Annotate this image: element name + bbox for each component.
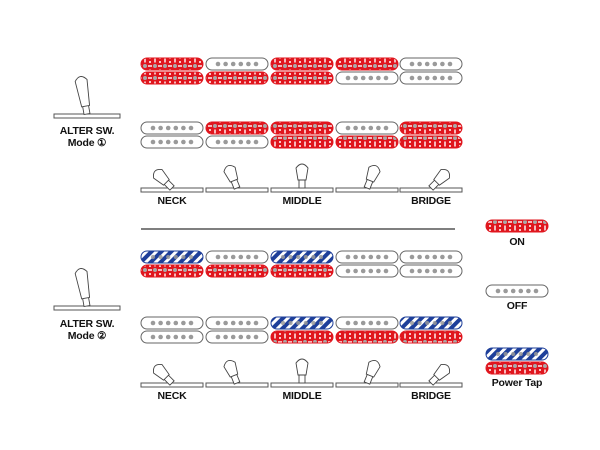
coil-off <box>140 316 204 330</box>
selector-switch-position-3-icon <box>270 358 334 388</box>
coil-off <box>335 316 399 330</box>
pickup <box>335 316 399 344</box>
selector-switch-position-4-icon <box>335 164 399 193</box>
coil-off <box>140 330 204 344</box>
legend-label: Power Tap <box>492 377 543 389</box>
coil-on <box>485 219 549 233</box>
coil-on <box>399 135 463 149</box>
coil-on <box>399 121 463 135</box>
coil-on <box>205 121 269 135</box>
pickup <box>140 316 204 344</box>
coil-off <box>205 250 269 264</box>
position-label-middle: MIDDLE <box>282 390 321 402</box>
pickup <box>335 250 399 278</box>
coil-off <box>485 284 549 298</box>
legend-label: OFF <box>507 300 528 312</box>
coil-on <box>140 71 204 85</box>
pickup <box>270 57 334 85</box>
coil-off <box>140 121 204 135</box>
pickup <box>205 121 269 149</box>
alter-switch-title: ALTER SW. <box>60 125 115 137</box>
pickup <box>205 250 269 278</box>
coil-tap <box>399 316 463 330</box>
coil-on <box>485 361 549 375</box>
pickup <box>485 347 549 375</box>
position-label-bridge: BRIDGE <box>411 195 451 207</box>
coil-tap <box>485 347 549 361</box>
selector-switch-position-1-icon <box>140 168 204 193</box>
selector-switch-position-2-icon <box>205 164 269 193</box>
position-label-middle: MIDDLE <box>282 195 321 207</box>
coil-on <box>270 57 334 71</box>
alter-switch-title: ALTER SW. <box>60 318 115 330</box>
coil-on <box>335 135 399 149</box>
pickup <box>335 57 399 85</box>
mode-label: Mode ① <box>68 137 107 149</box>
coil-tap <box>140 250 204 264</box>
coil-off <box>335 121 399 135</box>
selector-switch-position-5-icon <box>399 363 463 388</box>
coil-on <box>270 71 334 85</box>
coil-on <box>399 330 463 344</box>
coil-off <box>335 264 399 278</box>
selector-switch-position-5-icon <box>399 168 463 193</box>
coil-on <box>205 71 269 85</box>
mode-1-section <box>53 57 463 149</box>
coil-on <box>270 264 334 278</box>
coil-tap <box>270 250 334 264</box>
position-label-bridge: BRIDGE <box>411 390 451 402</box>
legend-label: ON <box>509 236 524 248</box>
pickup <box>485 284 549 298</box>
legend-item-power-tap: Power Tap <box>485 347 549 389</box>
coil-on <box>335 330 399 344</box>
mode-label: Mode ② <box>68 330 107 342</box>
pickup <box>140 121 204 149</box>
pickup <box>270 316 334 344</box>
pickup <box>399 250 463 278</box>
selector-switch-position-2-icon <box>205 359 269 388</box>
pickup <box>335 121 399 149</box>
pickup <box>399 316 463 344</box>
pickup <box>205 57 269 85</box>
coil-tap <box>270 316 334 330</box>
coil-off <box>335 250 399 264</box>
coil-on <box>270 121 334 135</box>
pickup <box>140 250 204 278</box>
position-label-neck: NECK <box>158 195 188 207</box>
coil-on <box>205 264 269 278</box>
coil-on <box>140 57 204 71</box>
pickup <box>270 250 334 278</box>
coil-on <box>270 135 334 149</box>
legend-item-off: OFF <box>485 284 549 312</box>
coil-off <box>205 57 269 71</box>
coil-off <box>399 57 463 71</box>
coil-off <box>399 264 463 278</box>
coil-off <box>335 71 399 85</box>
coil-on <box>140 264 204 278</box>
pickup <box>270 121 334 149</box>
coil-off <box>205 135 269 149</box>
pickup <box>140 57 204 85</box>
coil-off <box>140 135 204 149</box>
coil-on <box>335 57 399 71</box>
selector-switch-position-1-icon <box>140 363 204 388</box>
pickup <box>399 57 463 85</box>
alter-switch-icon <box>53 268 121 311</box>
pickup <box>205 316 269 344</box>
pickup <box>399 121 463 149</box>
coil-on <box>270 330 334 344</box>
position-label-neck: NECK <box>158 390 188 402</box>
selector-switch-position-4-icon <box>335 359 399 388</box>
coil-off <box>205 316 269 330</box>
mode-2-section <box>53 250 463 344</box>
coil-off <box>205 330 269 344</box>
selector-switch-position-3-icon <box>270 163 334 193</box>
coil-off <box>399 250 463 264</box>
legend-item-on: ON <box>485 219 549 248</box>
alter-switch-icon <box>53 76 121 119</box>
pickup <box>485 219 549 233</box>
coil-off <box>399 71 463 85</box>
